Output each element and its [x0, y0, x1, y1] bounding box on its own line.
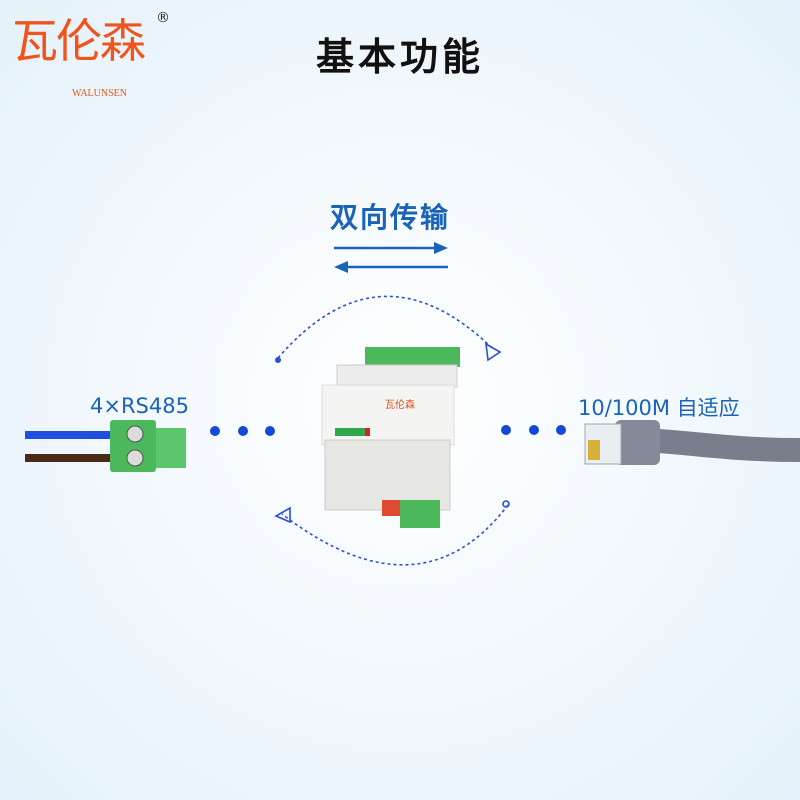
rs485-label: 4×RS485 [90, 394, 189, 418]
cycle-arcs [277, 295, 509, 566]
arrow-left-icon [334, 261, 448, 273]
rs485-connector-image [25, 420, 186, 472]
registered-mark: ® [156, 10, 170, 26]
page-title: 基本功能 [315, 35, 484, 79]
arrow-right-icon [334, 242, 448, 254]
logo: 瓦伦森 [12, 14, 146, 68]
logo-subtitle: WALUNSEN [72, 88, 127, 99]
ethernet-label: 10/100M 自适应 [578, 396, 740, 420]
dots-right [501, 425, 566, 435]
ethernet-cable-image [584, 420, 800, 465]
svg-text:瓦伦森: 瓦伦森 [385, 398, 415, 411]
bidirectional-label: 双向传输 [329, 201, 450, 234]
dots-left [210, 426, 275, 436]
converter-device-image: 瓦伦森 [321, 347, 460, 528]
